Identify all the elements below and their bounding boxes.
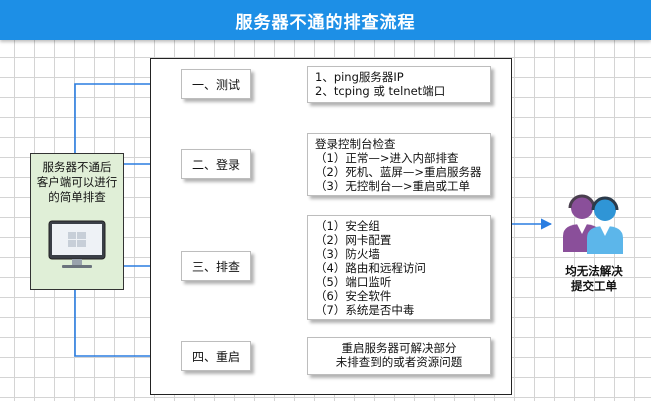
step-check: 三、排查 (181, 251, 251, 281)
test-detail: 1、ping服务器IP 2、tcping 或 telnet端口 (307, 66, 491, 103)
client-check-card: 服务器不通后 客户端可以进行 的简单排查 (30, 153, 124, 290)
computer-monitor-icon (48, 220, 106, 268)
step-restart: 四、重启 (181, 341, 251, 371)
check-detail: （1）安全组 （2）网卡配置 （3）防火墙 （4）路由和远程访问 （5）端口监听… (307, 215, 491, 320)
login-detail: 登录控制台检查 （1）正常—>进入内部排查 （2）死机、蓝屏—>重启服务器 （3… (307, 133, 491, 196)
submit-ticket-label: 均无法解决 提交工单 (565, 264, 623, 293)
users-support-icon (563, 194, 623, 254)
step-test: 一、测试 (181, 69, 251, 99)
page-title: 服务器不通的排查流程 (0, 0, 651, 40)
client-check-label: 服务器不通后 客户端可以进行 的简单排查 (36, 160, 118, 204)
restart-detail: 重启服务器可解决部分 未排查到的或者资源问题 (307, 337, 491, 375)
step-login: 二、登录 (181, 149, 251, 179)
